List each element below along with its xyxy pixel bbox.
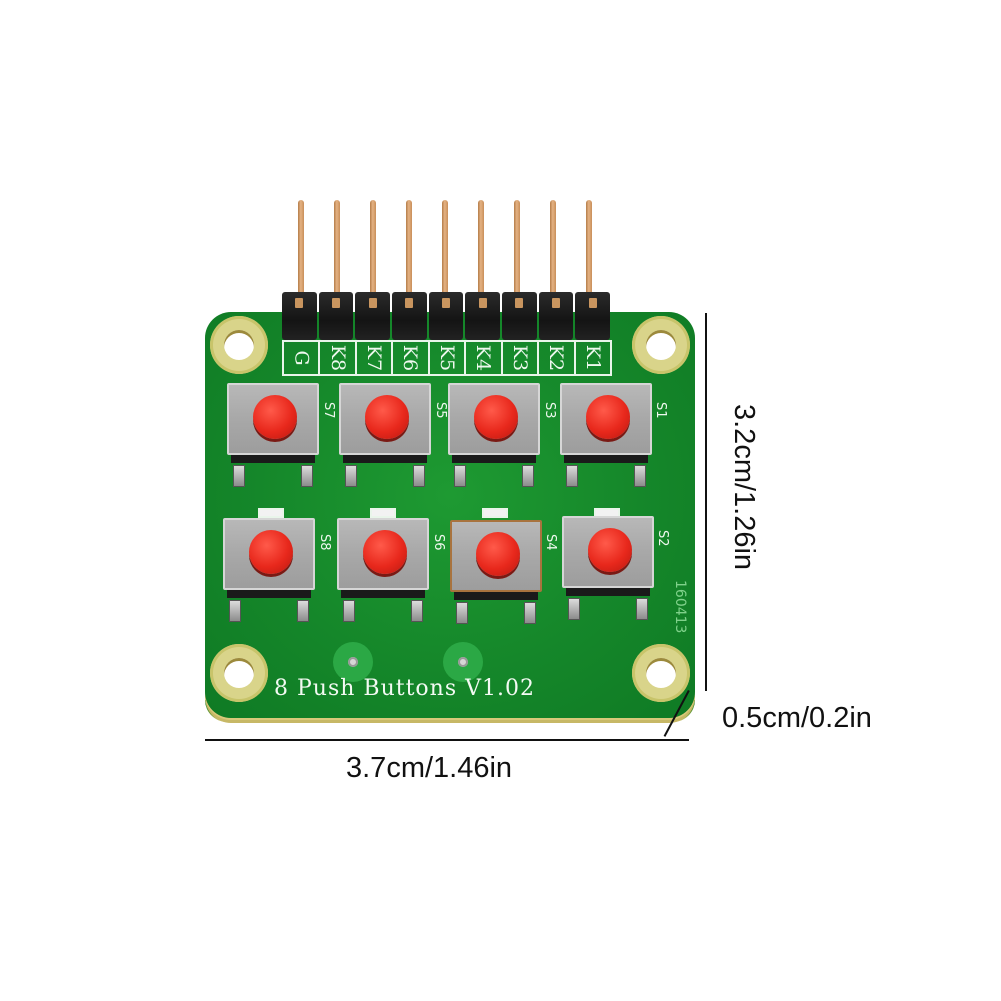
header-cell [282,292,317,340]
smd-pad [482,508,508,518]
header-cell [502,292,537,340]
pin [550,200,556,304]
push-button-s5[interactable] [339,383,431,487]
header-cell [355,292,391,340]
switch-leg [566,465,578,487]
switch-leg [297,600,309,622]
width-dimension-label: 3.7cm/1.46in [346,752,513,784]
switch-base [564,455,648,463]
button-cap[interactable] [365,395,409,439]
header-cell [538,292,574,340]
header-cell [465,292,501,340]
switch-label: S1 [653,402,668,419]
pin-label: K1 [581,344,604,372]
via-pad [333,642,373,682]
mounting-hole-bottom-right [632,644,690,702]
button-cap[interactable] [249,530,293,574]
pin [442,200,448,304]
button-cap[interactable] [476,532,520,576]
push-button-s3[interactable] [448,383,540,487]
pin [406,200,412,304]
push-button-s8[interactable] [223,518,315,622]
smd-pad [258,508,284,518]
pin-label-strip: G K8 K7 K6 K5 K4 K3 K2 K1 [282,340,612,376]
date-code: 160413 [672,580,688,634]
height-dimension-line [705,313,707,691]
pin [514,200,520,304]
pin-label: G [284,342,321,374]
switch-leg [524,602,536,624]
switch-base [566,588,650,596]
switch-label: S8 [317,534,332,551]
push-button-s1[interactable] [560,383,652,487]
mounting-hole-bottom-left [210,644,268,702]
switch-leg [413,465,425,487]
depth-dimension-label: 0.5cm/0.2in [722,702,872,734]
pin-label: K8 [320,342,357,374]
pin [586,200,592,304]
switch-leg [454,465,466,487]
switch-leg [456,602,468,624]
switch-label: S2 [655,530,670,547]
pin-label: K7 [357,342,394,374]
switch-base [231,455,315,463]
push-button-s2[interactable] [562,516,654,620]
header-pins [288,200,608,304]
switch-label: S7 [321,402,336,419]
header-cell [428,292,464,340]
pin [298,200,304,304]
button-cap[interactable] [474,395,518,439]
pin-label: K3 [503,342,540,374]
pin-label: K2 [539,342,576,374]
switch-leg [233,465,245,487]
button-cap[interactable] [363,530,407,574]
switch-leg [522,465,534,487]
pin [334,200,340,304]
pin-label: K6 [393,342,430,374]
pin-label: K4 [466,342,503,374]
mounting-hole-top-right [632,316,690,374]
button-cap[interactable] [586,395,630,439]
board-title: 8 Push Buttons V1.02 [274,676,536,701]
push-button-s7[interactable] [227,383,319,487]
pin [478,200,484,304]
height-dimension-label: 3.2cm/1.26in [728,404,760,571]
push-button-s4[interactable] [450,520,542,624]
switch-base [343,455,427,463]
width-dimension-line [205,739,689,741]
button-cap[interactable] [253,395,297,439]
smd-pad [370,508,396,518]
pin-label: K5 [430,342,467,374]
header-cell [392,292,427,340]
mounting-hole-top-left [210,316,268,374]
switch-base [341,590,425,598]
switch-label: S4 [543,534,558,551]
header-cell [318,292,354,340]
switch-leg [343,600,355,622]
switch-leg [411,600,423,622]
switch-base [454,592,538,600]
pin [370,200,376,304]
switch-label: S3 [542,402,557,419]
via-pad [443,642,483,682]
switch-leg [229,600,241,622]
switch-leg [634,465,646,487]
button-cap[interactable] [588,528,632,572]
switch-leg [301,465,313,487]
pin-header [281,292,611,340]
switch-leg [636,598,648,620]
push-button-s6[interactable] [337,518,429,622]
header-cell [575,292,611,340]
switch-label: S6 [431,534,446,551]
switch-leg [568,598,580,620]
switch-base [452,455,536,463]
switch-label: S5 [433,402,448,419]
switch-base [227,590,311,598]
switch-leg [345,465,357,487]
